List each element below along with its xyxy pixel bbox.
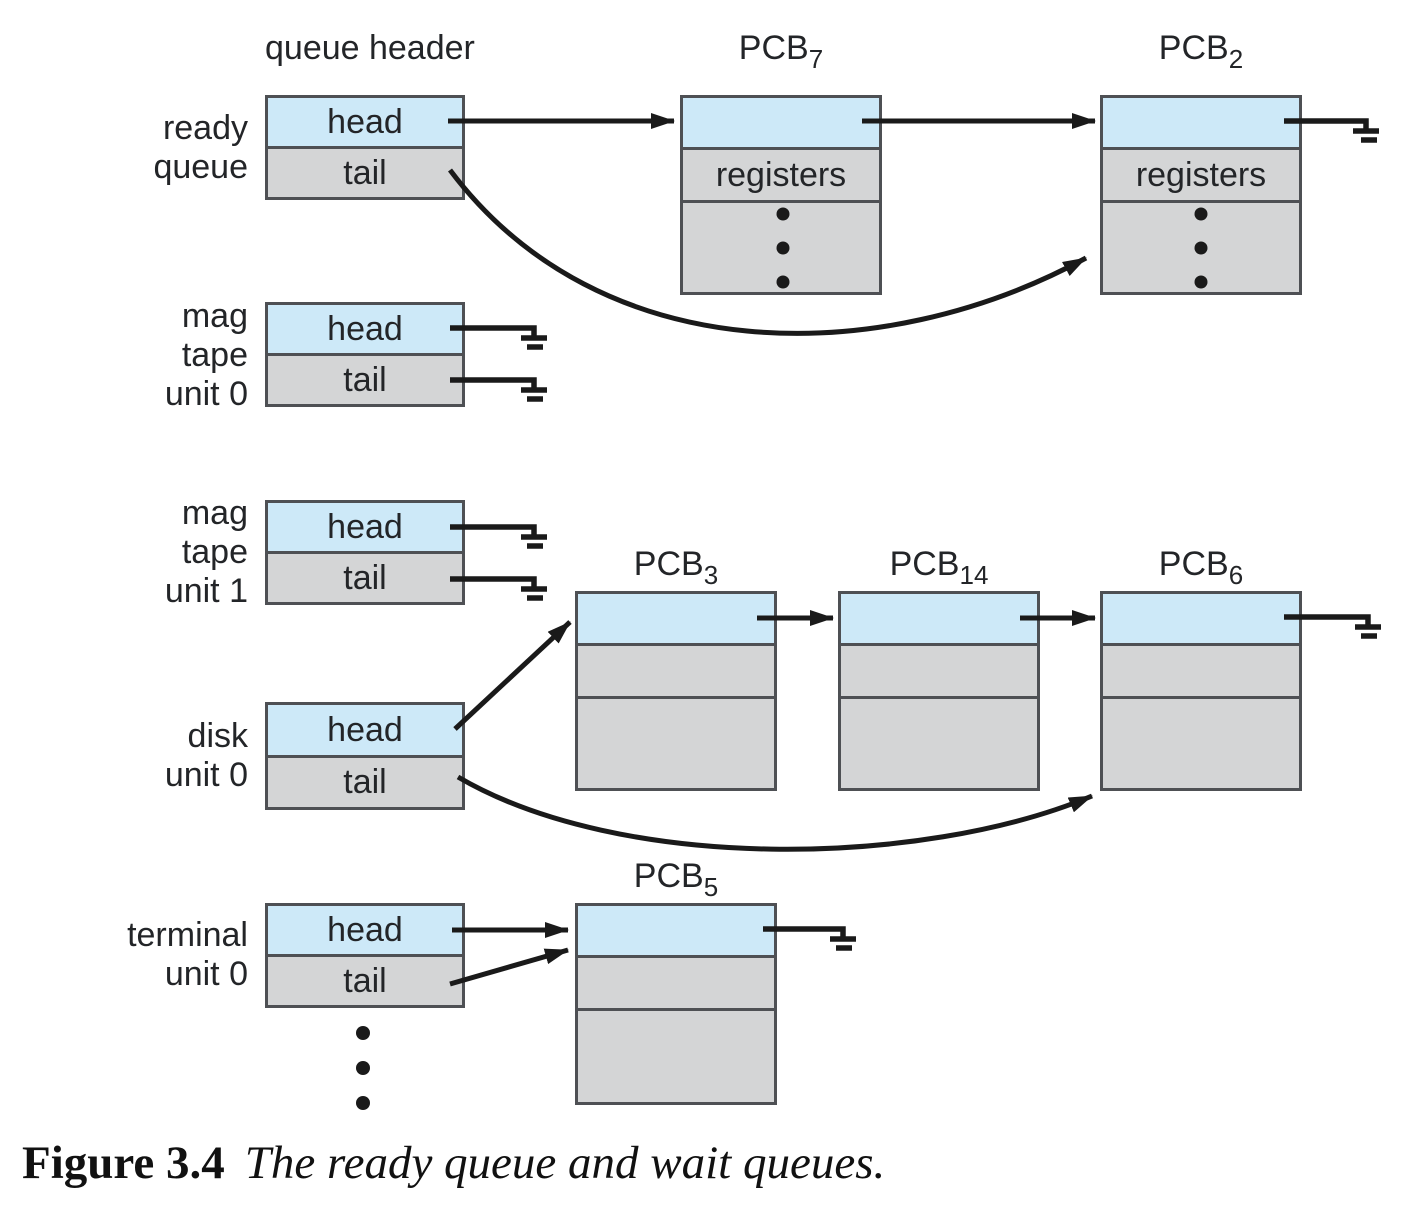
ready-queue-box: head tail [265, 95, 465, 200]
pcb3-link-cell [578, 594, 774, 643]
pcb7-box: registers [680, 95, 882, 295]
pcb7-registers-cell: registers [683, 147, 879, 200]
pcb3-cell [578, 696, 774, 788]
pcb2-ellipsis-cell [1103, 200, 1299, 292]
ellipsis-dot [356, 1026, 370, 1040]
pcb3-title-sub: 3 [703, 560, 719, 590]
pcb3-cell [578, 643, 774, 696]
ready-queue-label: ready queue [0, 109, 248, 187]
mag-tape-unit1-tail-cell: tail [268, 551, 462, 602]
pcb6-box [1100, 591, 1302, 791]
terminal-unit0-tail-cell: tail [268, 954, 462, 1005]
pcb14-link-cell [841, 594, 1037, 643]
pcb6-cell [1103, 643, 1299, 696]
pcb6-title: PCB6 [1100, 545, 1302, 588]
pcb6-title-base: PCB [1158, 545, 1229, 583]
head-cell-label: head [327, 911, 403, 949]
tail-cell-label: tail [343, 763, 387, 802]
pcb14-title: PCB14 [838, 545, 1040, 588]
pcb6-cell [1103, 696, 1299, 788]
pcb7-link-cell [683, 98, 879, 147]
pcb7-ellipsis-cell [683, 200, 879, 292]
mag-tape-unit1-head-cell: head [268, 503, 462, 551]
terminal-unit0-label-line: terminal [127, 916, 248, 954]
mag-tape-unit0-label: mag tape unit 0 [0, 297, 248, 414]
arrow-disk-head-to-pcb3 [453, 620, 572, 731]
mag-tape-unit1-box: head tail [265, 500, 465, 605]
mag-tape-unit1-label-line: unit 1 [164, 572, 248, 610]
pcb2-registers-cell: registers [1103, 147, 1299, 200]
tail-cell-label: tail [343, 559, 387, 597]
pcb14-title-sub: 14 [959, 560, 989, 590]
ellipsis-dot [356, 1096, 370, 1110]
tail-cell-label: tail [343, 154, 387, 192]
mag-tape-unit0-head-cell: head [268, 305, 462, 353]
pcb14-cell [841, 696, 1037, 788]
ellipsis-dot [356, 1061, 370, 1075]
pcb14-title-base: PCB [889, 545, 960, 583]
mag-tape-unit0-label-line: mag [181, 297, 248, 335]
mag-tape-unit1-label-line: tape [181, 533, 248, 571]
pcb3-box [575, 591, 777, 791]
head-cell-label: head [327, 508, 403, 546]
figure-caption: Figure 3.4 The ready queue and wait queue… [22, 1136, 885, 1190]
ready-queue-label-line: ready [162, 109, 248, 147]
mag-tape-unit0-label-line: tape [181, 336, 248, 374]
pcb7-title-sub: 7 [808, 44, 824, 74]
pcb2-title: PCB2 [1100, 29, 1302, 72]
head-cell-label: head [327, 103, 403, 141]
mag-tape-unit0-label-line: unit 0 [164, 375, 248, 413]
disk-unit0-box: head tail [265, 702, 465, 810]
arrow-terminal-tail-to-pcb5 [449, 947, 569, 987]
pcb5-cell [578, 955, 774, 1008]
terminal-unit0-box: head tail [265, 903, 465, 1008]
tail-cell-label: tail [343, 962, 387, 1000]
ready-queue-tail-cell: tail [268, 146, 462, 197]
pcb3-title-base: PCB [633, 545, 704, 583]
pcb7-title-base: PCB [738, 29, 809, 67]
mag-tape-unit0-box: head tail [265, 302, 465, 407]
tail-cell-label: tail [343, 361, 387, 399]
pcb5-title: PCB5 [575, 857, 777, 900]
disk-unit0-label: disk unit 0 [0, 717, 248, 795]
pcb6-link-cell [1103, 594, 1299, 643]
mag-tape-unit0-tail-cell: tail [268, 353, 462, 404]
pcb14-box [838, 591, 1040, 791]
head-cell-label: head [327, 310, 403, 348]
terminal-unit0-label-line: unit 0 [164, 955, 248, 993]
pcb5-title-base: PCB [633, 857, 704, 895]
ready-queue-label-line: queue [153, 148, 248, 186]
disk-unit0-head-cell: head [268, 705, 462, 755]
pcb2-link-cell [1103, 98, 1299, 147]
pcb2-title-sub: 2 [1228, 44, 1244, 74]
pcb6-title-sub: 6 [1228, 560, 1244, 590]
ready-queue-head-cell: head [268, 98, 462, 146]
pcb2-box: registers [1100, 95, 1302, 295]
pcb5-box [575, 903, 777, 1105]
mag-tape-unit1-label: mag tape unit 1 [0, 494, 248, 611]
pcb3-title: PCB3 [575, 545, 777, 588]
terminal-unit0-head-cell: head [268, 906, 462, 954]
mag-tape-unit1-label-line: mag [181, 494, 248, 532]
terminal-unit0-label: terminal unit 0 [0, 916, 248, 994]
head-cell-label: head [327, 710, 403, 749]
pcb5-cell [578, 1008, 774, 1102]
pcb5-link-cell [578, 906, 774, 955]
registers-label: registers [715, 156, 847, 194]
pcb14-cell [841, 643, 1037, 696]
figure-caption-number: Figure 3.4 [22, 1137, 225, 1189]
pcb7-title: PCB7 [680, 29, 882, 72]
disk-unit0-label-line: unit 0 [164, 756, 248, 794]
queue-header-label: queue header [265, 29, 475, 67]
registers-label: registers [1135, 156, 1267, 194]
disk-unit0-tail-cell: tail [268, 754, 462, 807]
pcb2-title-base: PCB [1158, 29, 1229, 67]
pcb5-title-sub: 5 [703, 872, 719, 902]
disk-unit0-label-line: disk [187, 717, 248, 755]
figure-caption-text: The ready queue and wait queues. [244, 1137, 886, 1189]
